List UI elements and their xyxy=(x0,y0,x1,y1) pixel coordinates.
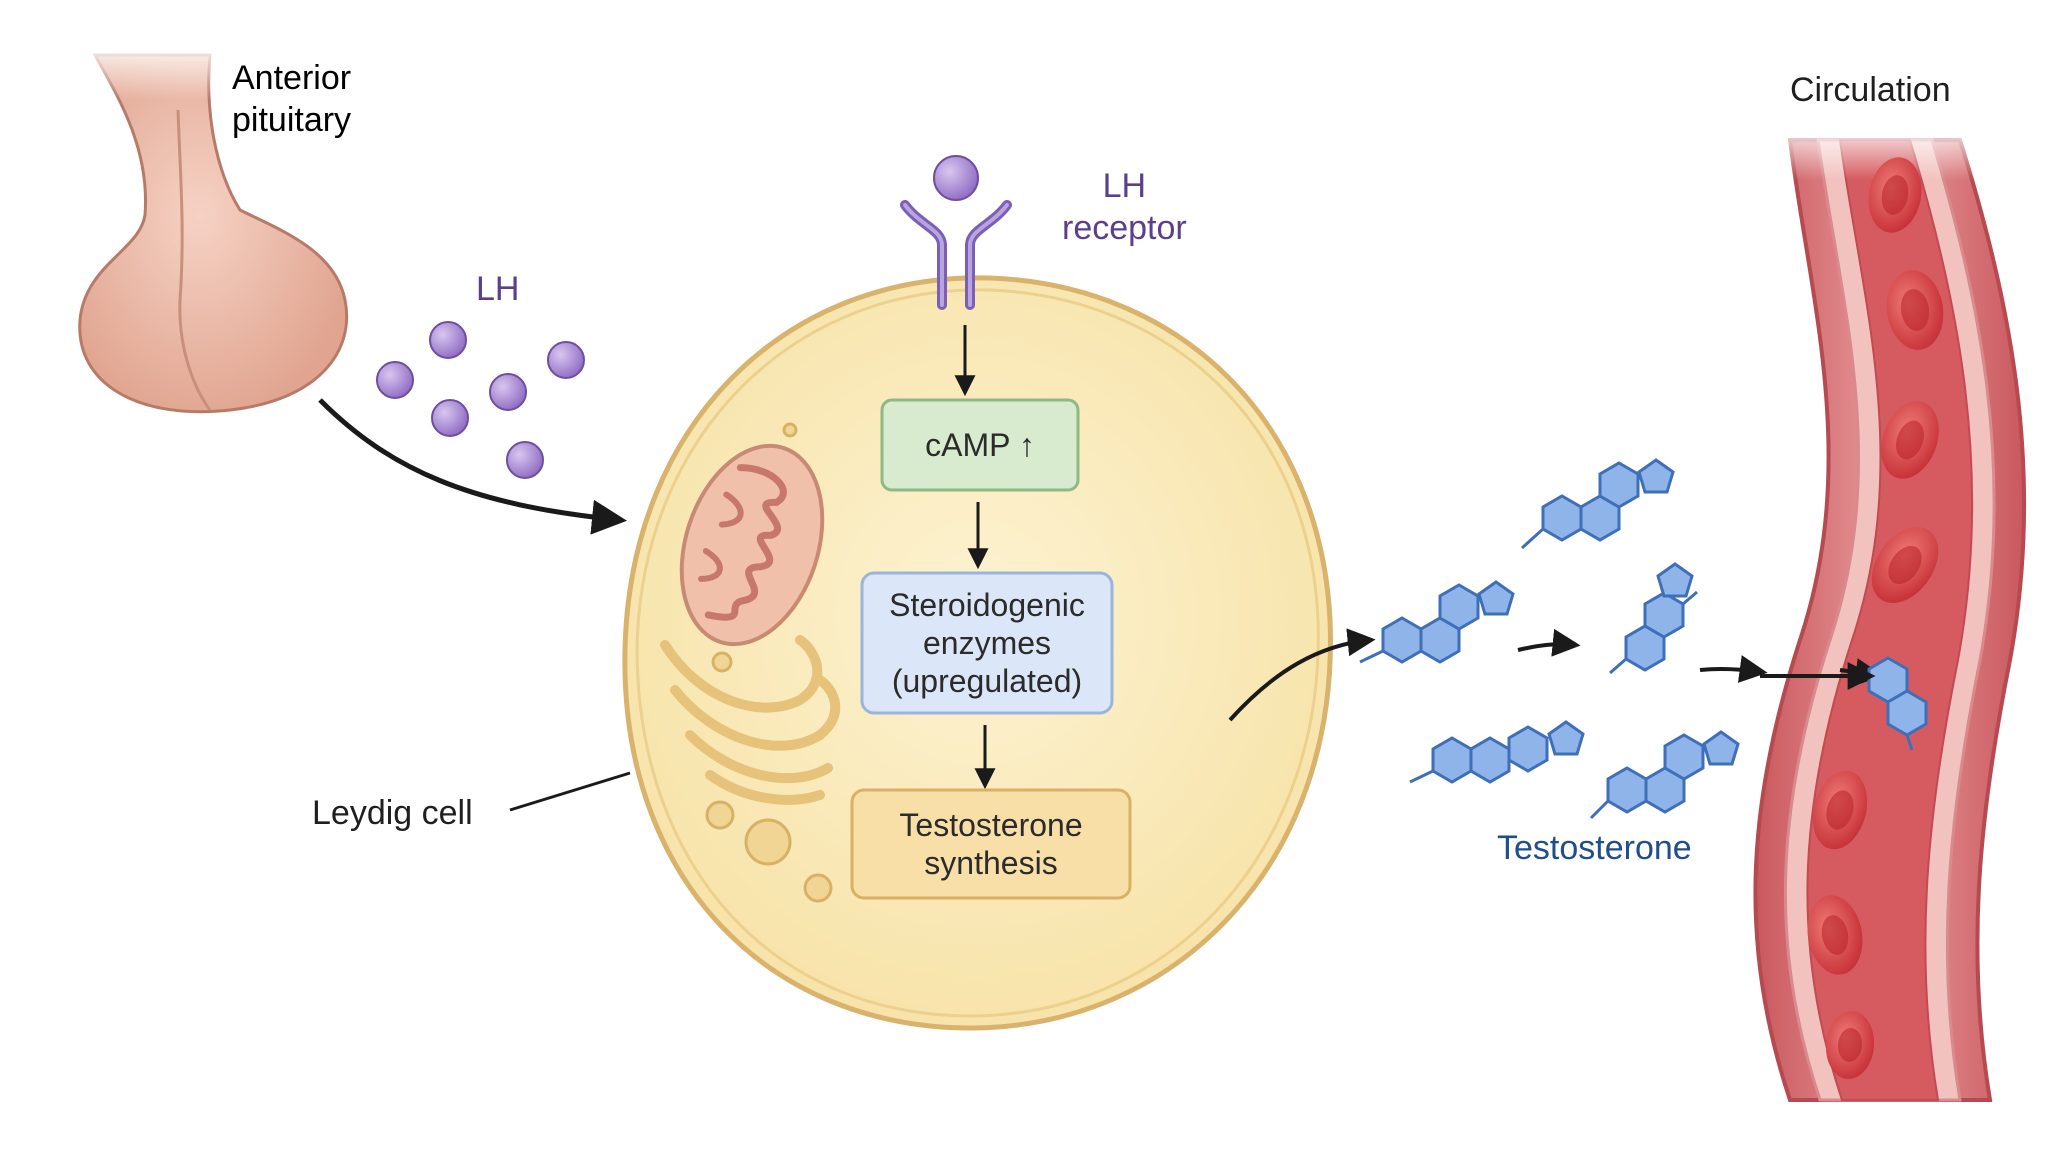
testosterone-label: Testosterone xyxy=(1497,829,1692,867)
golgi-apparatus xyxy=(660,635,841,805)
lh-receptor xyxy=(900,155,1012,310)
enzymes-box xyxy=(860,571,1114,715)
lh-receptor-label: LH receptor xyxy=(1062,167,1187,247)
circulation-label: Circulation xyxy=(1790,71,1951,109)
leydig-cell-label: Leydig cell xyxy=(312,794,473,832)
diffusion-arrow-1 xyxy=(1517,628,1581,657)
vesicles xyxy=(705,422,833,903)
camp-box xyxy=(880,398,1080,492)
diffusion-arrow-2 xyxy=(1699,655,1768,683)
camp-step-text: cAMP ↑ xyxy=(925,427,1035,463)
leydig-pointer-line xyxy=(509,771,631,812)
blood-vessel xyxy=(1753,120,2027,1102)
enzymes-step-text: Steroidogenic enzymes (upregulated) xyxy=(889,587,1085,699)
synthesis-box xyxy=(850,788,1132,900)
anterior-pituitary-label: Anterior pituitary xyxy=(232,59,352,139)
lh-label: LH xyxy=(476,270,520,308)
testosterone-molecules xyxy=(1359,458,1740,820)
synthesis-step-text: Testosterone synthesis xyxy=(899,807,1083,881)
lh-delivery-arrow xyxy=(318,398,627,535)
testosterone-exit-arrow xyxy=(1228,628,1376,722)
testosterone-entering-vessel xyxy=(1867,656,1928,751)
pituitary-gland xyxy=(60,40,349,414)
red-blood-cells xyxy=(1807,157,1944,1079)
lh-molecules xyxy=(376,321,585,479)
mitochondrion xyxy=(679,443,825,647)
